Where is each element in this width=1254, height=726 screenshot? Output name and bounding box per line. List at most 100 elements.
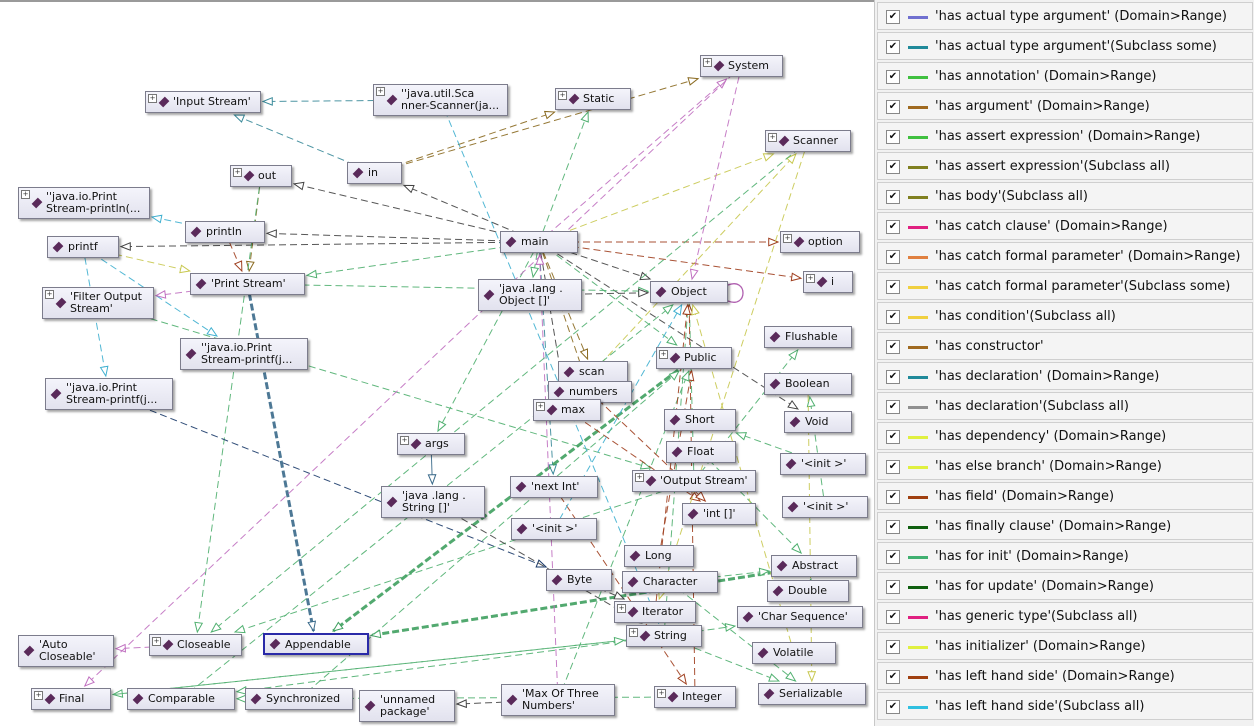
- edge-main-scanner[interactable]: [538, 153, 775, 243]
- node-serializable[interactable]: Serializable: [758, 683, 866, 705]
- edge-in-system[interactable]: [374, 77, 700, 174]
- expand-icon[interactable]: +: [629, 628, 638, 637]
- node-float[interactable]: Float: [666, 441, 736, 463]
- node-input-stream[interactable]: +'Input Stream': [145, 91, 261, 113]
- node-print-stream[interactable]: 'Print Stream': [190, 273, 305, 295]
- edge-main-void[interactable]: [538, 241, 799, 410]
- legend-row[interactable]: ✔'has annotation' (Domain>Range): [877, 62, 1253, 90]
- node-printf[interactable]: printf: [47, 236, 119, 258]
- node-scanner-ctor[interactable]: +''java.util.Sca nner-Scanner(ja...: [373, 84, 508, 116]
- expand-icon[interactable]: +: [617, 604, 626, 613]
- edge-printf-printf_ctor2[interactable]: [82, 246, 109, 378]
- node-int-array[interactable]: 'int []': [682, 503, 756, 525]
- edge-float-abstract[interactable]: [700, 451, 803, 554]
- node-init1[interactable]: '<init >': [780, 453, 866, 475]
- node-byte[interactable]: Byte: [546, 569, 612, 591]
- legend-checkbox[interactable]: ✔: [886, 670, 900, 684]
- expand-icon[interactable]: +: [376, 87, 385, 96]
- node-args[interactable]: +args: [397, 433, 465, 455]
- edge-in-static[interactable]: [374, 110, 556, 174]
- edge-println-print_stream[interactable]: [224, 231, 243, 273]
- graph-canvas[interactable]: +'Input Stream' +''java.util.Sca nner-Sca…: [0, 2, 874, 726]
- legend-checkbox[interactable]: ✔: [886, 580, 900, 594]
- legend-checkbox[interactable]: ✔: [886, 280, 900, 294]
- node-println-ctor[interactable]: +''java.io.Print Stream-println(...: [18, 187, 150, 219]
- legend-checkbox[interactable]: ✔: [886, 310, 900, 324]
- legend-row[interactable]: ✔'has left hand side' (Domain>Range): [877, 662, 1253, 690]
- legend-row[interactable]: ✔'has left hand side'(Subclass all): [877, 692, 1253, 720]
- edge-long-public[interactable]: [658, 369, 695, 557]
- legend-checkbox[interactable]: ✔: [886, 160, 900, 174]
- expand-icon[interactable]: +: [657, 689, 666, 698]
- edge-object_array-object[interactable]: [529, 288, 650, 298]
- edge-main-i[interactable]: [538, 241, 803, 282]
- node-flushable[interactable]: Flushable: [764, 326, 852, 348]
- legend-row[interactable]: ✔'has argument' (Domain>Range): [877, 92, 1253, 120]
- node-char-sequence[interactable]: 'Char Sequence': [737, 606, 863, 628]
- node-init2[interactable]: '<init >': [511, 518, 597, 540]
- edge-printf_ctor2-byte[interactable]: [108, 393, 548, 568]
- node-output-stream[interactable]: +'Output Stream': [632, 470, 756, 492]
- node-in[interactable]: in: [347, 162, 402, 184]
- node-public[interactable]: +Public: [656, 347, 732, 369]
- edge-main-args[interactable]: [437, 241, 540, 433]
- legend-row[interactable]: ✔'has actual type argument'(Subclass som…: [877, 32, 1253, 60]
- expand-icon[interactable]: +: [21, 190, 30, 199]
- edge-system-final[interactable]: [83, 65, 742, 687]
- node-option[interactable]: +option: [780, 231, 860, 253]
- node-next-int[interactable]: 'next Int': [510, 476, 598, 498]
- node-main[interactable]: main: [500, 231, 578, 253]
- node-final[interactable]: +Final: [31, 688, 111, 710]
- expand-icon[interactable]: +: [536, 402, 545, 411]
- node-max[interactable]: +max: [533, 399, 601, 421]
- legend-checkbox[interactable]: ✔: [886, 250, 900, 264]
- legend-row[interactable]: ✔'has constructor': [877, 332, 1253, 360]
- legend-checkbox[interactable]: ✔: [886, 340, 900, 354]
- node-boolean[interactable]: Boolean: [764, 373, 852, 395]
- node-comparable[interactable]: Comparable: [127, 688, 235, 710]
- legend-checkbox[interactable]: ✔: [886, 640, 900, 654]
- node-object-array[interactable]: 'java .lang . Object []': [478, 279, 582, 311]
- legend-row[interactable]: ✔'has for init' (Domain>Range): [877, 542, 1253, 570]
- legend-checkbox[interactable]: ✔: [886, 100, 900, 114]
- expand-icon[interactable]: +: [45, 290, 54, 299]
- node-printf-ctor2[interactable]: ''java.io.Print Stream-printf(j...: [45, 378, 173, 410]
- node-static[interactable]: +Static: [555, 88, 631, 110]
- node-scan[interactable]: scan: [558, 361, 628, 383]
- node-unnamed-package[interactable]: 'unnamed package': [359, 690, 455, 722]
- legend-checkbox[interactable]: ✔: [886, 370, 900, 384]
- expand-icon[interactable]: +: [783, 234, 792, 243]
- edge-output_stream-closeable[interactable]: [233, 480, 695, 634]
- edge-scanner_ctor-input_stream[interactable]: [261, 96, 441, 106]
- legend-row[interactable]: ✔'has catch formal parameter'(Subclass s…: [877, 272, 1253, 300]
- expand-icon[interactable]: +: [635, 473, 644, 482]
- node-i[interactable]: +i: [803, 271, 853, 293]
- node-character[interactable]: Character: [622, 571, 718, 593]
- edge-main-object[interactable]: [538, 241, 652, 281]
- legend-row[interactable]: ✔'has condition'(Subclass all): [877, 302, 1253, 330]
- legend-checkbox[interactable]: ✔: [886, 610, 900, 624]
- node-iterator[interactable]: +Iterator: [614, 601, 696, 623]
- legend-checkbox[interactable]: ✔: [886, 10, 900, 24]
- legend-row[interactable]: ✔'has generic type'(Subclass all): [877, 602, 1253, 630]
- node-system[interactable]: +System: [700, 55, 783, 77]
- node-appendable[interactable]: Appendable: [263, 633, 369, 655]
- edge-main-println[interactable]: [265, 229, 540, 243]
- edge-main-public[interactable]: [538, 241, 678, 346]
- legend-row[interactable]: ✔'has for update' (Domain>Range): [877, 572, 1253, 600]
- expand-icon[interactable]: +: [558, 91, 567, 100]
- legend-row[interactable]: ✔'has declaration' (Domain>Range): [877, 362, 1253, 390]
- edge-scan-scanner[interactable]: [592, 153, 797, 373]
- expand-icon[interactable]: +: [233, 168, 242, 177]
- legend-row[interactable]: ✔'has declaration'(Subclass all): [877, 392, 1253, 420]
- edge-string-serializable[interactable]: [663, 635, 781, 682]
- edge-out-closeable[interactable]: [194, 175, 262, 634]
- edge-print_stream-object[interactable]: [247, 283, 650, 296]
- expand-icon[interactable]: +: [703, 58, 712, 67]
- legend-row[interactable]: ✔'has catch clause' (Domain>Range): [877, 212, 1253, 240]
- edge-init2-object[interactable]: [553, 303, 683, 530]
- legend-checkbox[interactable]: ✔: [886, 460, 900, 474]
- edge-character-serializable[interactable]: [669, 581, 797, 682]
- node-filter-output-stream[interactable]: +'Filter Output Stream': [42, 287, 154, 319]
- legend-row[interactable]: ✔'has catch formal parameter' (Domain>Ra…: [877, 242, 1253, 270]
